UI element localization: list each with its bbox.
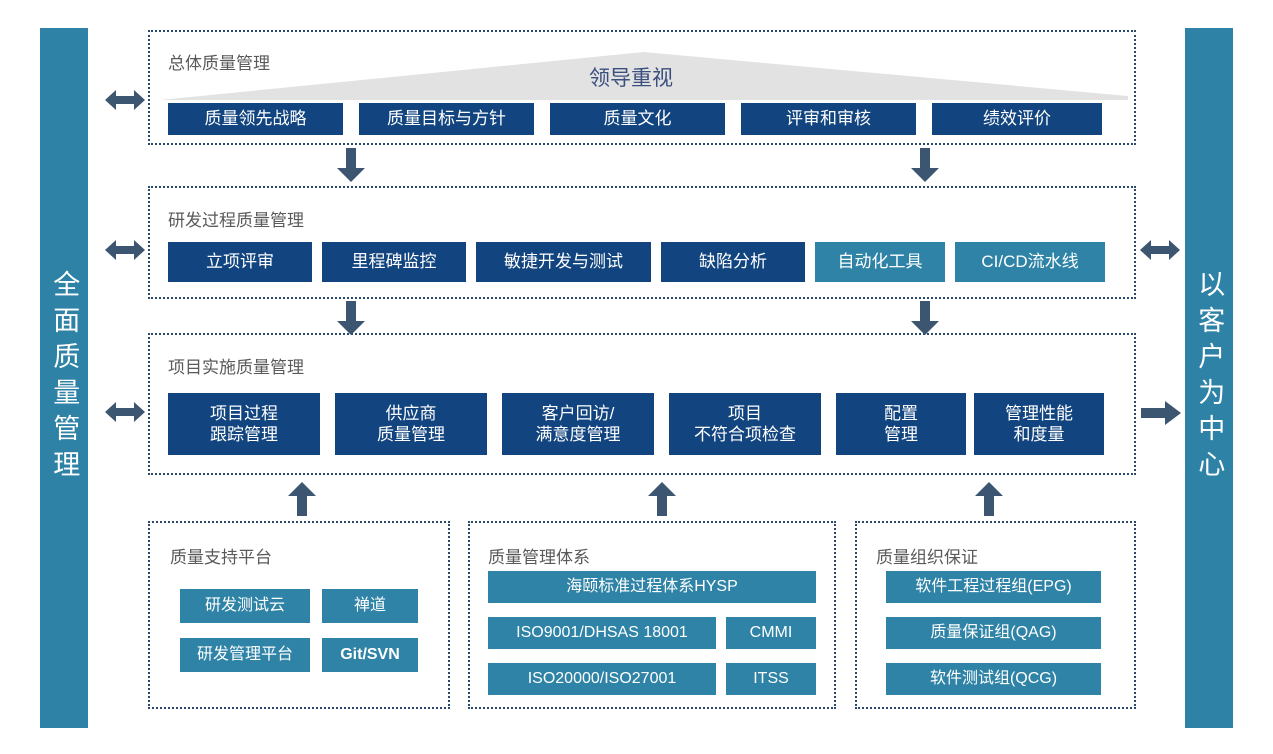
- sidebar-left-total-quality-management: 全面质量管理: [40, 28, 88, 728]
- box-qag-group[interactable]: 质量保证组(QAG): [886, 617, 1101, 649]
- box-project-initiation-review[interactable]: 立项评审: [168, 242, 312, 282]
- box-customer-visit-satisfaction[interactable]: 客户回访/ 满意度管理: [502, 393, 654, 455]
- box-iso9001-dhsas18001[interactable]: ISO9001/DHSAS 18001: [488, 617, 716, 649]
- box-project-process-tracking[interactable]: 项目过程 跟踪管理: [168, 393, 320, 455]
- panel-title-overall-quality-management: 总体质量管理: [168, 54, 270, 73]
- panel-title-rd-process-quality-management: 研发过程质量管理: [168, 211, 304, 230]
- box-quality-culture[interactable]: 质量文化: [550, 103, 725, 135]
- arrow-down-row1-to-row2-right: [911, 148, 939, 182]
- box-qcg-group[interactable]: 软件测试组(QCG): [886, 663, 1101, 695]
- arrow-left-bidirectional-row1: [105, 88, 145, 112]
- box-iso20000-iso27001[interactable]: ISO20000/ISO27001: [488, 663, 716, 695]
- leadership-emphasis-triangle: [160, 52, 1128, 100]
- arrow-up-support-platform-to-row3: [288, 482, 316, 516]
- box-cicd-pipeline[interactable]: CI/CD流水线: [955, 242, 1105, 282]
- box-milestone-monitoring[interactable]: 里程碑监控: [322, 242, 466, 282]
- box-rd-test-cloud[interactable]: 研发测试云: [180, 589, 310, 623]
- box-management-performance-metrics[interactable]: 管理性能 和度量: [974, 393, 1104, 455]
- arrow-left-bidirectional-row2: [105, 238, 145, 262]
- box-cmmi[interactable]: CMMI: [726, 617, 816, 649]
- panel-title-quality-management-system: 质量管理体系: [488, 548, 590, 567]
- sidebar-left-label: 全面质量管理: [49, 270, 80, 486]
- box-quality-leading-strategy[interactable]: 质量领先战略: [168, 103, 343, 135]
- panel-title-quality-organization-assurance: 质量组织保证: [876, 548, 978, 567]
- arrow-right-bidirectional-row2: [1140, 238, 1180, 262]
- box-rd-management-platform[interactable]: 研发管理平台: [180, 638, 310, 672]
- box-git-svn[interactable]: Git/SVN: [322, 638, 418, 672]
- box-project-nonconformity-check[interactable]: 项目 不符合项检查: [669, 393, 821, 455]
- box-hysp-standard-process[interactable]: 海颐标准过程体系HYSP: [488, 571, 816, 603]
- arrow-up-management-system-to-row3: [648, 482, 676, 516]
- box-itss[interactable]: ITSS: [726, 663, 816, 695]
- box-agile-dev-and-test[interactable]: 敏捷开发与测试: [476, 242, 651, 282]
- sidebar-right-customer-centric: 以客户为中心: [1185, 28, 1233, 728]
- arrow-down-row1-to-row2-left: [337, 148, 365, 182]
- box-defect-analysis[interactable]: 缺陷分析: [661, 242, 805, 282]
- arrow-down-row2-to-row3-left: [337, 301, 365, 335]
- box-automation-tools[interactable]: 自动化工具: [815, 242, 945, 282]
- box-quality-goals-policy[interactable]: 质量目标与方针: [359, 103, 534, 135]
- panel-title-project-implementation-quality-management: 项目实施质量管理: [168, 358, 304, 377]
- leadership-emphasis-label: 领导重视: [589, 67, 673, 90]
- box-epg-group[interactable]: 软件工程过程组(EPG): [886, 571, 1101, 603]
- arrow-up-organization-assurance-to-row3: [975, 482, 1003, 516]
- arrow-down-row2-to-row3-right: [911, 301, 939, 335]
- box-review-and-audit[interactable]: 评审和审核: [741, 103, 916, 135]
- box-supplier-quality-management[interactable]: 供应商 质量管理: [335, 393, 487, 455]
- sidebar-right-label: 以客户为中心: [1194, 270, 1225, 486]
- arrow-left-bidirectional-row3: [105, 400, 145, 424]
- box-configuration-management[interactable]: 配置 管理: [836, 393, 966, 455]
- panel-title-quality-support-platform: 质量支持平台: [170, 548, 272, 567]
- box-performance-evaluation[interactable]: 绩效评价: [932, 103, 1102, 135]
- arrow-right-single-row3: [1141, 401, 1181, 425]
- box-zentao[interactable]: 禅道: [322, 589, 418, 623]
